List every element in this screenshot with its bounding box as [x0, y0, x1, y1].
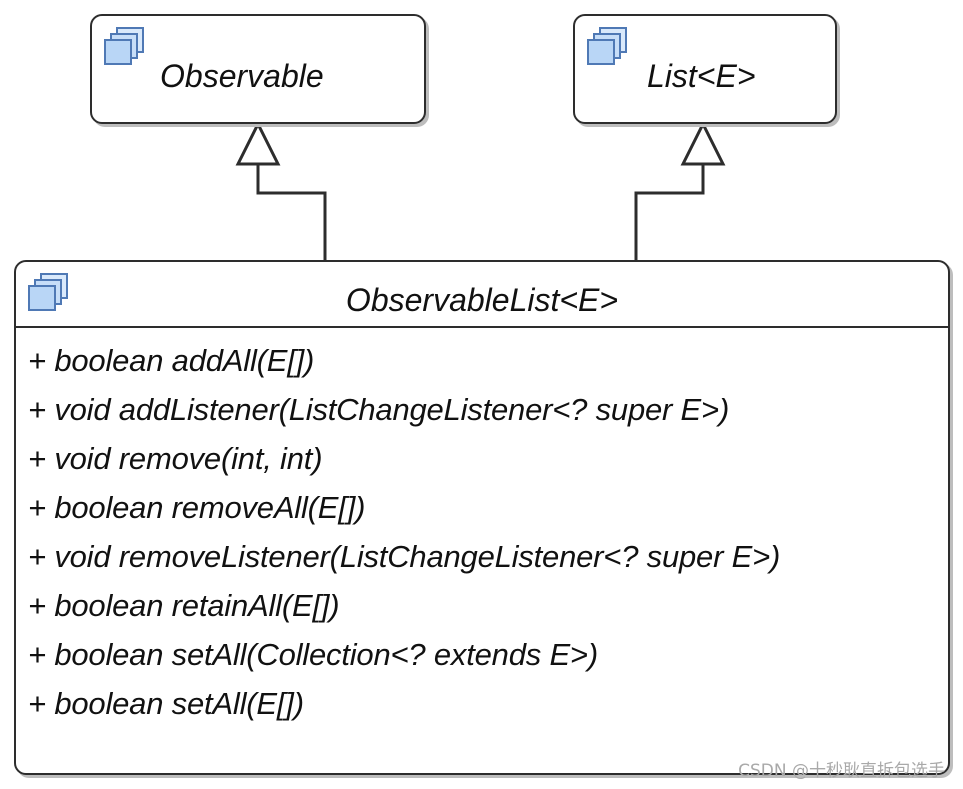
observable-generalization-line — [256, 150, 327, 260]
list-generalization-arrowhead — [680, 120, 726, 166]
list-interface-name: List<E> — [647, 58, 756, 94]
method-list: + boolean addAll(E[]) + void addListener… — [28, 336, 940, 728]
observable-interface-name: Observable — [160, 58, 324, 94]
observable-list-interface-box: ObservableList<E> + boolean addAll(E[]) … — [14, 260, 950, 775]
interface-icon — [587, 27, 627, 65]
observable-interface-box: Observable — [90, 14, 426, 124]
observable-list-interface-name: ObservableList<E> — [345, 282, 619, 318]
observable-generalization-arrowhead — [235, 120, 281, 166]
method-row: + boolean removeAll(E[]) — [28, 490, 366, 525]
interface-icon — [28, 273, 68, 311]
observable-list-header: ObservableList<E> — [16, 262, 948, 328]
method-row: + boolean addAll(E[]) — [28, 343, 315, 378]
list-interface-box: List<E> — [573, 14, 837, 124]
method-row: + boolean setAll(Collection<? extends E>… — [28, 637, 598, 672]
method-row: + void remove(int, int) — [28, 441, 323, 476]
method-row: + boolean setAll(E[]) — [28, 686, 304, 721]
list-generalization-line — [634, 150, 705, 260]
method-row: + boolean retainAll(E[]) — [28, 588, 340, 623]
method-row: + void addListener(ListChangeListener<? … — [28, 392, 730, 427]
method-row: + void removeListener(ListChangeListener… — [28, 539, 781, 574]
csdn-watermark: CSDN @十秒耿直拆包选手 — [738, 761, 945, 781]
interface-icon — [104, 27, 144, 65]
